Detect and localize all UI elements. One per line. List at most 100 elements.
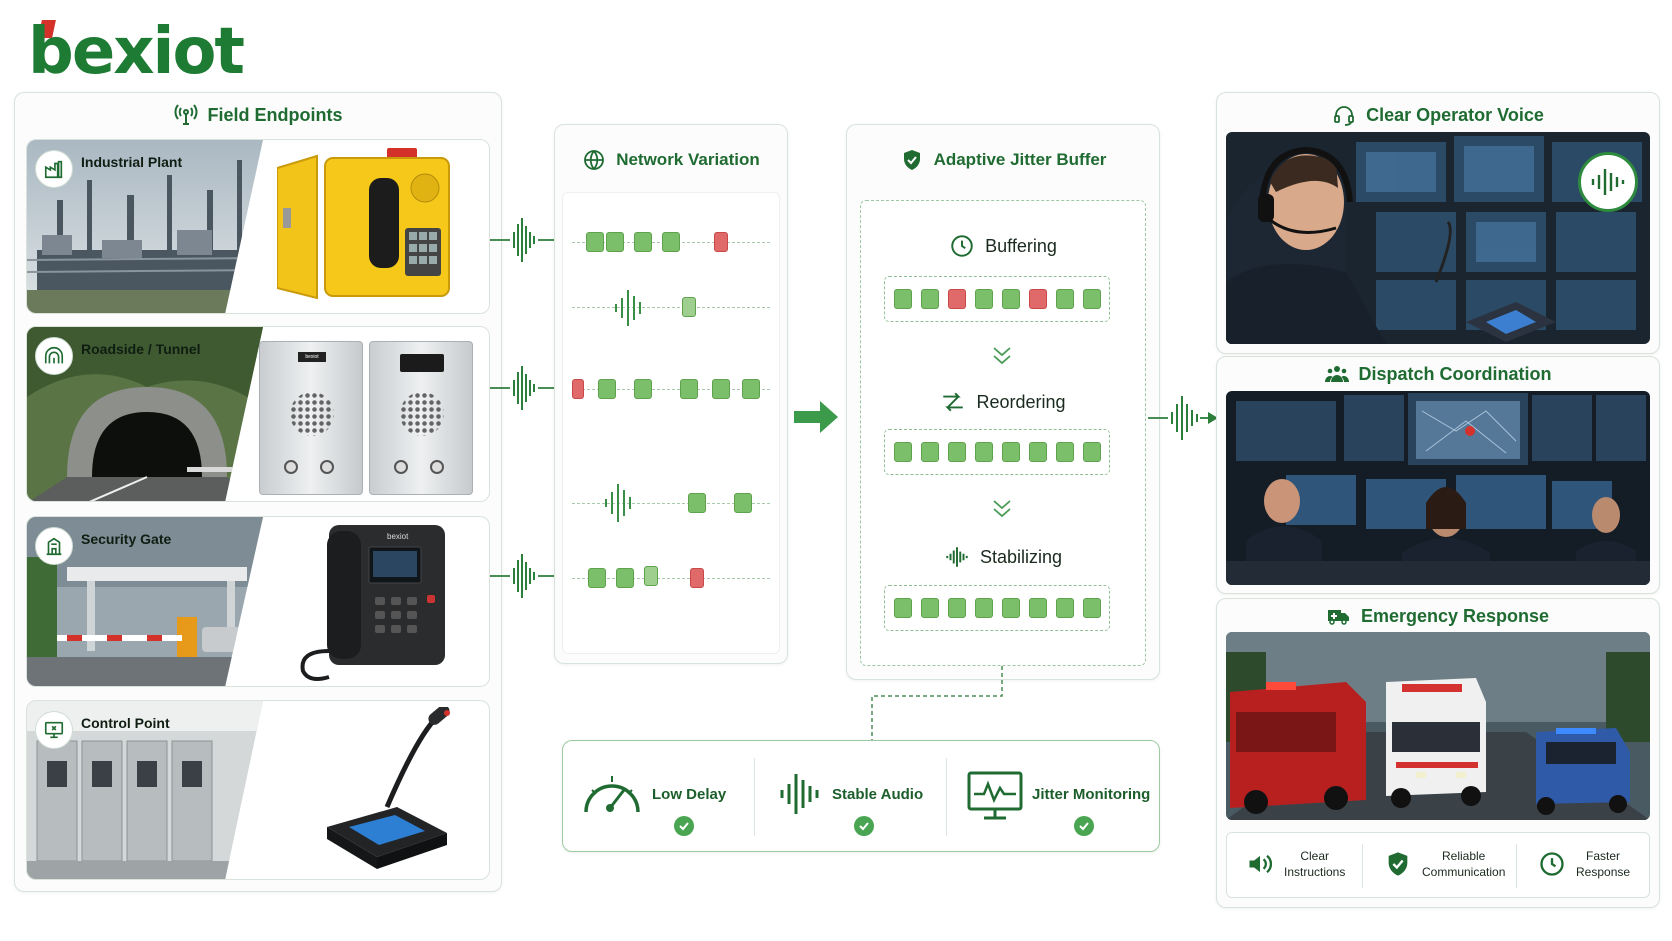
waveform-icon: [615, 290, 641, 326]
benefit-line2: Response: [1576, 865, 1631, 879]
benefit-line1: Faster: [1586, 849, 1621, 863]
operator-voice-title-text: Clear Operator Voice: [1366, 104, 1544, 125]
emergency-title: Emergency Response: [1216, 604, 1660, 628]
check-icon: [854, 816, 874, 836]
operator-voice-title: Clear Operator Voice: [1216, 103, 1660, 127]
dispatch-photo: [1226, 391, 1650, 585]
packet: [975, 442, 993, 462]
check-icon: [674, 816, 694, 836]
buffer-box-buffering: [884, 276, 1110, 322]
waveform-icon: [605, 484, 631, 522]
packet: [1056, 598, 1074, 618]
endpoint-control-point[interactable]: Control Point: [26, 700, 490, 880]
monitor-pulse-icon: [967, 771, 1023, 820]
endpoint-label: Roadside / Tunnel: [81, 341, 201, 357]
packet: [894, 442, 912, 462]
metric-low-delay: Low Delay: [578, 764, 758, 844]
packet: [742, 379, 760, 399]
brand-logo: bexiot: [14, 8, 245, 89]
packet: [734, 493, 752, 513]
info-button: [430, 460, 444, 474]
waveform-icon: [1591, 169, 1625, 195]
network-variation-title: Network Variation: [554, 148, 788, 172]
packet: [680, 379, 698, 399]
packet-late: [1029, 289, 1047, 309]
network-variation-title-text: Network Variation: [616, 150, 760, 169]
packet: [598, 379, 616, 399]
stream-line: [572, 578, 770, 579]
endpoint-label: Control Point: [81, 715, 170, 731]
door-station-brand: bexiot: [298, 352, 326, 362]
packet: [1002, 289, 1020, 309]
packet: [975, 598, 993, 618]
endpoint-roadside-tunnel[interactable]: Roadside / Tunnel bexiot: [26, 326, 490, 502]
packet-delayed: [714, 232, 728, 252]
packet: [644, 566, 658, 586]
packet: [1029, 442, 1047, 462]
packet: [1002, 442, 1020, 462]
benefit-line2: Communication: [1422, 865, 1506, 879]
buffer-box-reordering: [884, 429, 1110, 475]
metric-divider: [946, 758, 947, 836]
benefit-divider: [1362, 844, 1363, 888]
stream-line: [572, 307, 770, 308]
ambulance-icon: [1327, 610, 1349, 625]
packet: [662, 232, 680, 252]
jitter-buffer-title: Adaptive Jitter Buffer: [846, 148, 1160, 172]
packet: [1056, 289, 1074, 309]
shuffle-icon: [943, 392, 964, 412]
output-connector: [1148, 396, 1218, 440]
stage-stabilizing-label: Stabilizing: [979, 546, 1063, 567]
speaker-grille: [290, 392, 334, 436]
packet-delayed: [690, 568, 704, 588]
operator-photo: [1226, 132, 1650, 344]
stage-reordering-label: Reordering: [976, 391, 1066, 412]
packet: [975, 289, 993, 309]
factory-icon: [44, 160, 63, 179]
info-button: [320, 460, 334, 474]
metric-stable-audio-label: Stable Audio: [832, 786, 924, 803]
jitter-buffer-title-text: Adaptive Jitter Buffer: [933, 150, 1107, 169]
packet: [894, 289, 912, 309]
door-station-display: [400, 354, 444, 372]
packet: [634, 232, 652, 252]
door-station-left: bexiot: [259, 341, 363, 495]
metric-jitter-monitoring: Jitter Monitoring: [964, 764, 1154, 844]
desk-phone-brand: bexiot: [387, 532, 409, 541]
packet: [1083, 442, 1101, 462]
buffer-box-stabilizing: [884, 585, 1110, 631]
field-endpoints-title-text: Field Endpoints: [207, 104, 343, 125]
stage-buffering: Buffering: [860, 233, 1146, 259]
packet: [948, 442, 966, 462]
endpoint-security-gate[interactable]: Security Gate bexiot: [26, 516, 490, 687]
logo-text: bexiot: [28, 15, 245, 89]
gooseneck-microphone: [327, 707, 450, 869]
voice-badge: [1578, 152, 1638, 212]
packet: [948, 598, 966, 618]
endpoint-label: Industrial Plant: [81, 154, 183, 170]
stage-reordering: Reordering: [860, 389, 1146, 415]
desk-ip-phone: bexiot: [300, 525, 445, 681]
shield-check-icon: [1388, 852, 1408, 876]
packet: [634, 379, 652, 399]
endpoint-industrial-plant[interactable]: Industrial Plant: [26, 139, 490, 314]
antenna-icon: [173, 104, 198, 125]
factory-badge: [35, 150, 73, 188]
clock-icon: [1540, 852, 1564, 876]
endpoint-label: Security Gate: [81, 531, 172, 547]
metric-stable-audio: Stable Audio: [776, 764, 956, 844]
headset-icon: [1334, 106, 1355, 126]
packet: [921, 442, 939, 462]
stream-line: [572, 389, 770, 390]
stream-line: [572, 503, 770, 504]
packet: [616, 568, 634, 588]
packet: [588, 568, 606, 588]
team-icon: [1324, 366, 1349, 382]
dispatch-title: Dispatch Coordination: [1216, 362, 1660, 386]
packet: [688, 493, 706, 513]
emergency-photo: [1226, 632, 1650, 820]
